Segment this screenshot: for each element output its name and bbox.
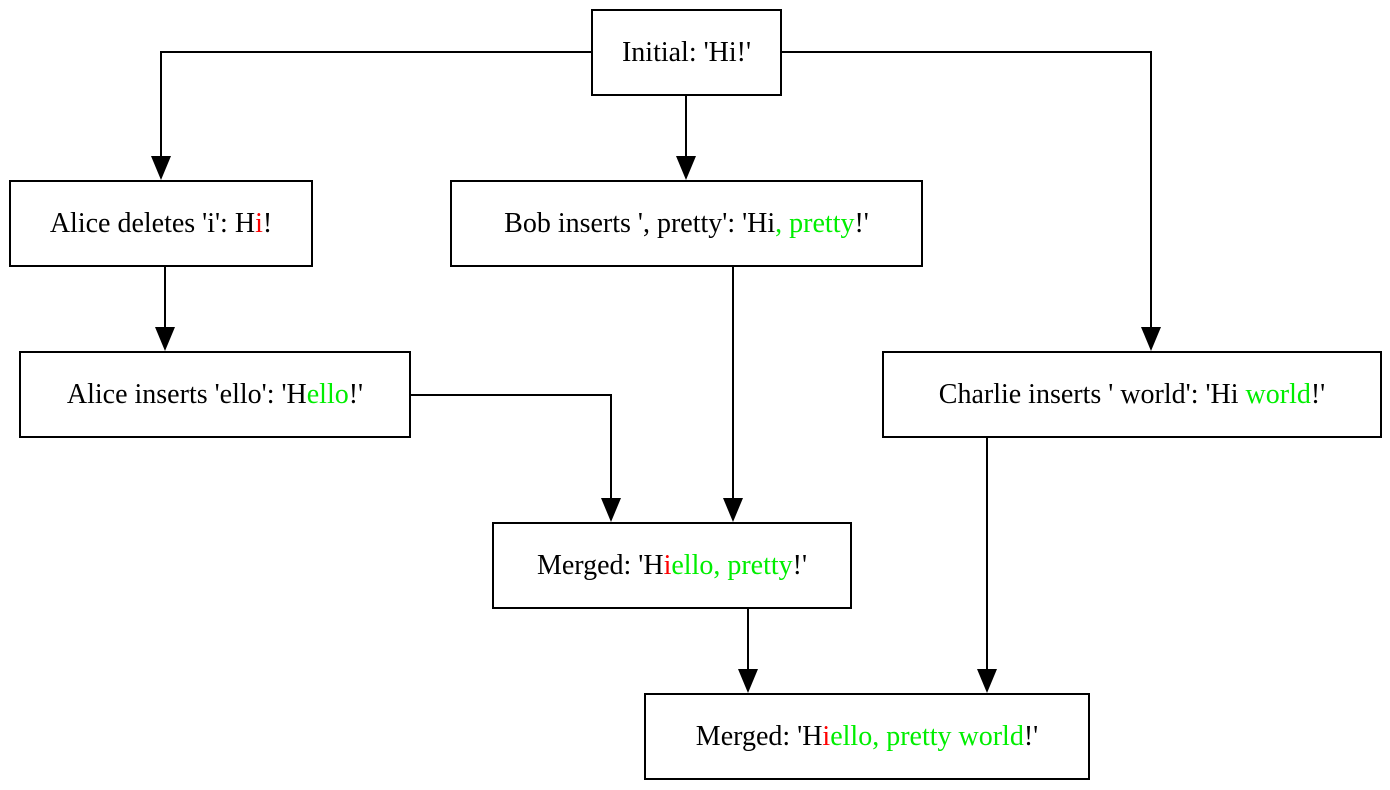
node-charlie-inserts-text: Charlie inserts ' world': 'Hi [938, 378, 1246, 410]
arrowhead-merged-2-from-merged-1 [738, 669, 758, 693]
edge-initial-to-alice-delete [160, 51, 591, 165]
arrowhead-merged-1-from-bob [723, 498, 743, 522]
node-alice-deletes-suffix: ! [262, 207, 273, 239]
deleted-char: i [663, 549, 672, 581]
node-bob-inserts-text: Bob inserts ', pretty': 'Hi [504, 207, 776, 239]
deleted-char: i [822, 720, 831, 752]
deleted-char: i [255, 207, 263, 239]
arrowhead-merged-2-from-charlie [977, 669, 997, 693]
node-merged-2-text: Merged: 'H [695, 720, 823, 752]
arrowhead-charlie-insert [1141, 327, 1161, 351]
node-alice-inserts-suffix: !' [348, 378, 364, 410]
node-charlie-inserts: Charlie inserts ' world': 'Hi world!' [882, 351, 1382, 438]
node-merged-1-text: Merged: 'H [536, 549, 664, 581]
node-initial: Initial: 'Hi!' [591, 9, 782, 96]
edge-alice-insert-to-merged-1 [411, 394, 612, 507]
node-alice-deletes-text: Alice deletes 'i': H [49, 207, 256, 239]
arrowhead-bob-insert [676, 156, 696, 180]
node-bob-inserts: Bob inserts ', pretty': 'Hi, pretty!' [450, 180, 923, 267]
edge-initial-to-charlie-insert [782, 51, 1152, 336]
arrowhead-alice-delete [151, 156, 171, 180]
node-alice-inserts-text: Alice inserts 'ello': 'H [66, 378, 307, 410]
node-merged-1-suffix: !' [792, 549, 808, 581]
node-charlie-inserts-suffix: !' [1310, 378, 1326, 410]
inserted-text: world [1245, 378, 1311, 410]
node-merged-2-suffix: !' [1023, 720, 1039, 752]
inserted-text: ello, pretty world [830, 720, 1024, 752]
inserted-text: , pretty [775, 207, 855, 239]
inserted-text: ello [306, 378, 349, 410]
inserted-text: ello, pretty [671, 549, 793, 581]
arrowhead-merged-1-from-alice [601, 498, 621, 522]
arrowhead-alice-insert [155, 327, 175, 351]
node-bob-inserts-suffix: !' [854, 207, 869, 239]
node-initial-text: Initial: 'Hi!' [621, 36, 752, 68]
